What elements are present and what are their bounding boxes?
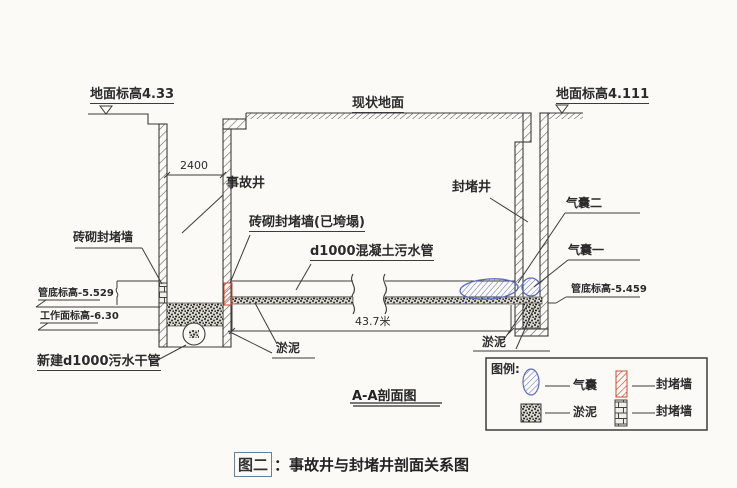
leader-sewage-pipe	[295, 263, 312, 291]
new-trunk-pipe-label: 新建d1000污水干管	[37, 354, 161, 372]
legend-red-wall-label: 封堵墙	[656, 377, 693, 391]
pipe-break-mark-left	[351, 273, 355, 315]
legend-brick-wall-label: 封堵墙	[656, 404, 693, 418]
well-walls	[158, 112, 549, 348]
ground-elevation-right-label: 地面标高4.111	[556, 87, 650, 105]
section-title-underline	[350, 402, 442, 407]
brick-wall-label: 砖砌封堵墙	[73, 230, 134, 244]
leader-collapsed-wall	[229, 234, 251, 284]
elevation-markers	[35, 104, 640, 331]
silt-right-label: 淤泥	[482, 335, 507, 349]
legend-brick-wall-icon	[614, 399, 628, 427]
sealing-well-left-wall-top	[522, 112, 532, 143]
brick-sealing-wall-segment	[158, 282, 168, 304]
ground-elevation-left-label: 地面标高4.33	[90, 87, 175, 105]
accident-well-right-wall	[222, 128, 232, 348]
sewage-pipe-label: d1000混凝土污水管	[310, 244, 434, 262]
legend-airbag-icon	[522, 368, 540, 396]
legend-airbag-label: 气囊	[573, 378, 598, 392]
legend-border	[485, 357, 708, 431]
legend-box-graphics	[485, 357, 708, 431]
figure-caption-number: 图二	[234, 452, 273, 477]
dim-2400-label: 2400	[180, 159, 208, 172]
new-trunk-pipe-core	[189, 330, 199, 338]
leader-airbag-2	[517, 212, 566, 284]
airbag-1-shape	[521, 277, 541, 297]
accident-well-left-wall	[158, 123, 168, 348]
leader-new-pipe	[151, 344, 187, 364]
collapsed-sealing-wall-segment	[223, 282, 233, 306]
ground-hatch-right	[548, 113, 583, 119]
leader-silt-right-2	[515, 305, 536, 350]
sealing-well-silt	[522, 302, 541, 329]
legend-title: 图例:	[491, 362, 520, 376]
sealing-well-floor	[514, 328, 549, 337]
legend-silt-icon	[520, 403, 542, 423]
accident-well-wall-cap	[222, 118, 247, 130]
leader-accident-well	[181, 194, 224, 234]
left-ground-line	[88, 113, 159, 125]
work-surface-elev-label: 工作面标高-6.30	[40, 311, 119, 322]
legend-silt-label: 淤泥	[573, 405, 598, 419]
pipe-bottom-elev-right-label: 管底标高-5.459	[571, 284, 647, 295]
silt-left-label: 淤泥	[276, 341, 301, 355]
sealing-well-right-wall	[539, 112, 549, 330]
silt-band-left	[230, 296, 354, 305]
current-ground-label: 现状地面	[352, 96, 405, 114]
collapsed-wall-label: 砖砌封堵墙(已垮塌)	[249, 215, 365, 233]
leader-airbag-1	[533, 259, 569, 288]
airbag-2-shape	[459, 278, 519, 300]
leader-brick-wall	[141, 247, 163, 285]
dimension-lines	[163, 171, 515, 335]
accident-well-label: 事故井	[226, 176, 266, 191]
leader-silt-left-2	[227, 330, 273, 354]
airbag-2-label: 气囊二	[566, 196, 603, 210]
sealing-well-label: 封堵井	[452, 180, 492, 195]
broken-extension-line	[115, 281, 119, 305]
leader-lines	[75, 194, 640, 364]
figure-caption-text: ：事故井与封堵井剖面关系图	[274, 456, 470, 474]
leader-silt-right-1	[504, 305, 528, 339]
silt-band-right	[384, 296, 543, 305]
legend-red-wall-icon	[615, 370, 628, 398]
leader-silt-left-1	[254, 302, 278, 345]
dim-43m-label: 43.7米	[355, 315, 391, 328]
figure-caption: 图二：事故井与封堵井剖面关系图	[234, 452, 469, 477]
section-view-title: A-A剖面图	[352, 389, 417, 404]
leader-sealing-well	[489, 197, 529, 223]
airbag-1-label: 气囊一	[568, 243, 605, 257]
pipe-break-mark-right	[383, 273, 387, 315]
elevation-triangle-right-icon	[555, 104, 569, 114]
elevation-triangle-left-icon	[99, 105, 113, 115]
pipe-bottom-elev-left-label: 管底标高-5.529	[38, 288, 114, 299]
ground-hatch-mid	[246, 113, 523, 119]
